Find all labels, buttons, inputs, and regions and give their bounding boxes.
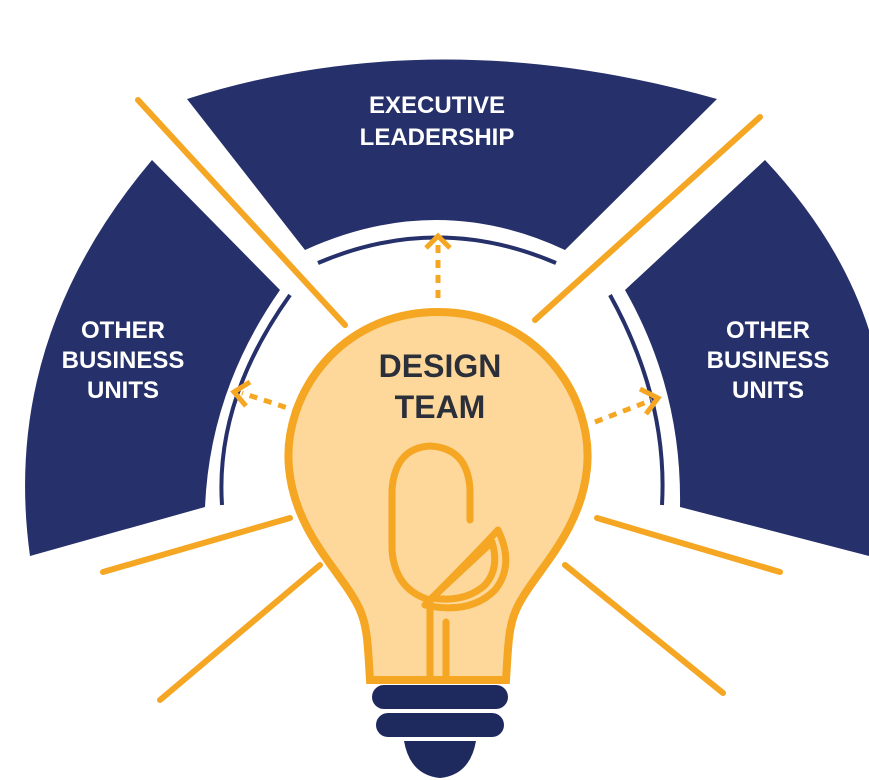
ray-lower-right [562,562,726,696]
segment-left-business-units [25,160,280,556]
light-rays [100,97,783,703]
segment-labels: EXECUTIVE LEADERSHIP OTHER BUSINESS UNIT… [62,92,830,404]
lightbulb-icon [284,307,592,778]
ray-right [594,515,783,575]
inner-arc-left [219,293,292,506]
ray-upper-right [532,114,763,323]
base-ring-1 [372,685,508,709]
center-label: DESIGN TEAM [379,348,502,425]
left-label-line2: BUSINESS [62,347,185,374]
segment-executive-leadership [187,59,717,250]
arrow-up-head [424,232,452,250]
segment-right-business-units [625,160,869,556]
arrow-right [594,397,653,425]
ray-left [100,515,293,575]
arrow-left-head [230,379,252,408]
segments [25,59,869,556]
logo-stem [388,442,474,684]
right-label-line2: BUSINESS [707,347,830,374]
bulb-glass [284,307,592,684]
leaf-logo-icon [388,442,510,684]
base-tip [404,741,476,778]
logo-leaf-inner [428,538,499,603]
center-label-line2: TEAM [395,389,486,425]
arrow-right-head [638,386,662,416]
ray-upper-left [135,97,348,328]
arrow-heads [230,232,662,416]
top-label-line1: EXECUTIVE [369,92,505,119]
ray-lower-left [157,562,323,703]
left-label-line1: OTHER [81,317,165,344]
right-label-line3: UNITS [732,377,804,404]
center-label-line1: DESIGN [379,348,502,384]
right-label-line1: OTHER [726,317,810,344]
arrows [241,245,653,425]
base-ring-2 [376,713,504,737]
top-label-line2: LEADERSHIP [360,124,515,151]
arrow-left [241,390,301,415]
left-label-line3: UNITS [87,377,159,404]
bulb-base [372,685,508,778]
